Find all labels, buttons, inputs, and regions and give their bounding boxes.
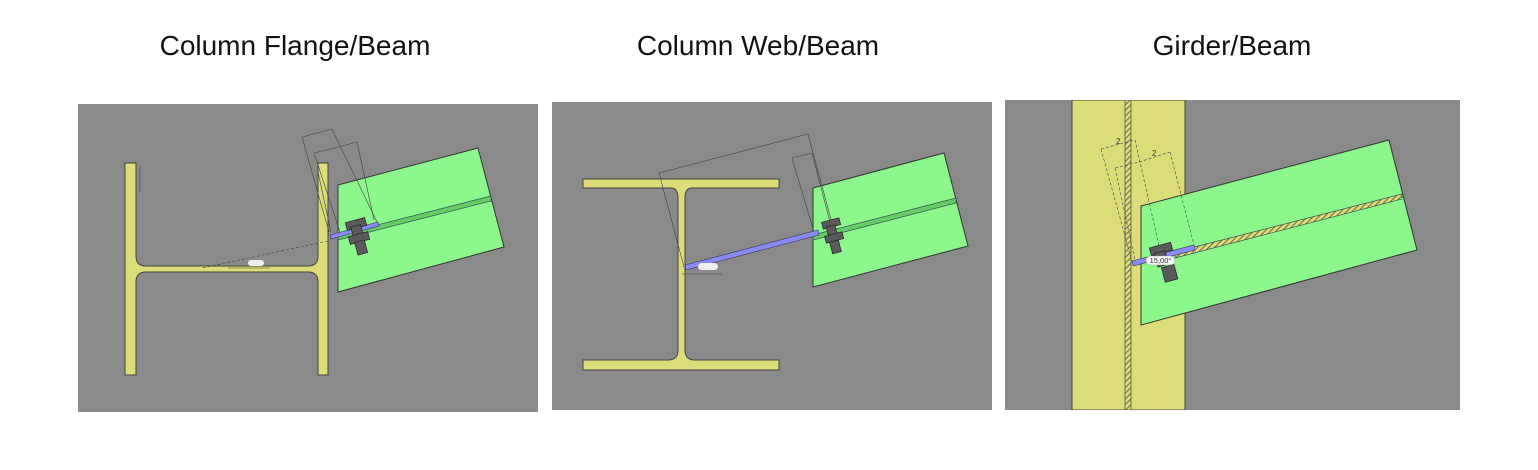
dimension-lines [201,128,378,269]
dimension-lines [1100,139,1195,266]
angle-label-pill [698,263,718,270]
panel-column-web-beam [552,102,992,410]
beam [812,152,969,288]
dimension-label: 2 [1116,137,1121,146]
angle-label-pill [1145,255,1176,266]
girder-web [1124,100,1132,410]
title-column-flange-beam: Column Flange/Beam [159,30,431,61]
bolt-icon [821,217,845,255]
panel-girder-beam: 2 2 15,00° [1005,100,1460,410]
dimension-label: 2 [1152,149,1157,158]
beam [337,147,505,293]
h-column [124,162,329,376]
panel-column-flange-beam [78,104,538,412]
bolt-icon [344,217,371,256]
title-column-web-beam: Column Web/Beam [636,30,880,61]
angle-label: 15,00° [1150,256,1172,265]
end-plate [684,229,820,271]
title-girder-beam: Girder/Beam [1152,30,1312,61]
i-column [582,178,780,371]
angle-label-pill [248,260,264,266]
beam [1140,139,1418,326]
dimension-lines [658,133,834,275]
